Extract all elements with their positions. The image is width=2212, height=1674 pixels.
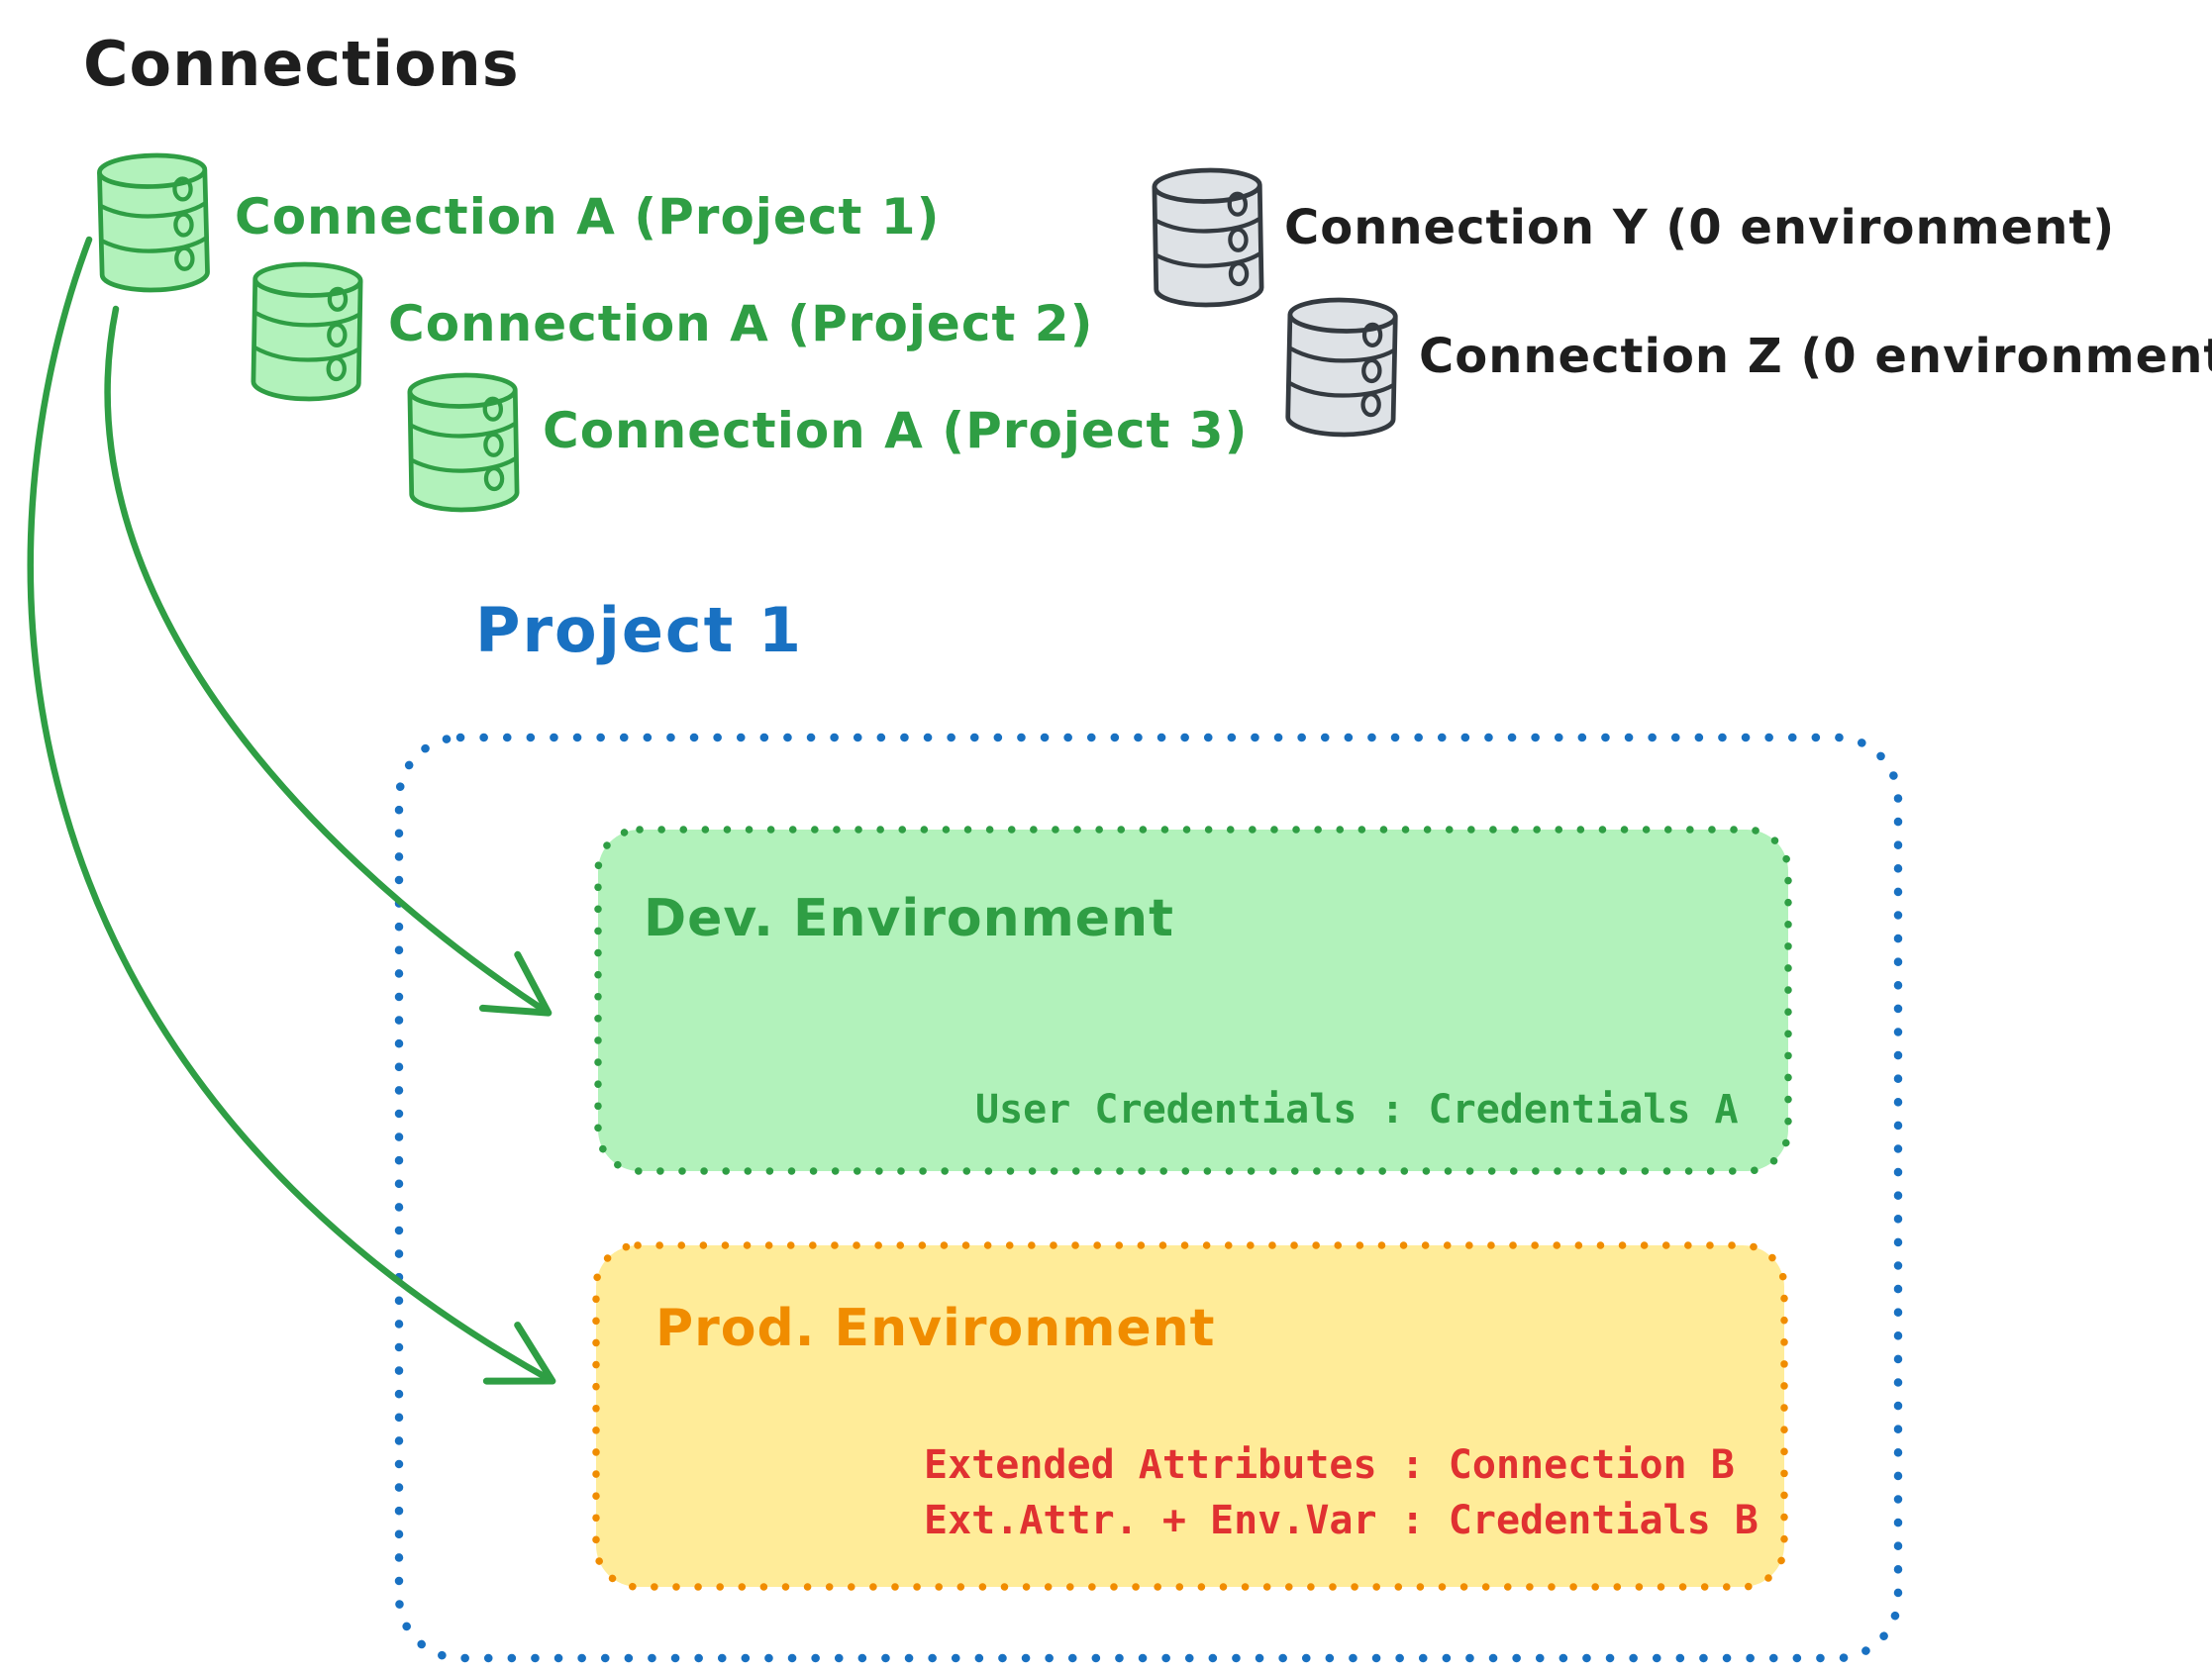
dev-environment-title: Dev. Environment	[644, 889, 1174, 948]
arrow-connection-a-to-dev-environment	[104, 305, 553, 1017]
database-icon	[406, 367, 522, 518]
database-icon	[95, 148, 212, 299]
prod-mapping-line: Ext.Attr. + Env.Var : Credentials B	[924, 1498, 1759, 1543]
project-1-title: Project 1	[475, 594, 804, 666]
prod-credentials-mappings: Extended Attributes : Connection B Ext.A…	[924, 1437, 1759, 1548]
database-icon	[1283, 293, 1399, 442]
connection-label: Connection A (Project 3)	[543, 402, 1249, 459]
database-icon	[1151, 163, 1266, 312]
connection-label: Connection A (Project 2)	[388, 295, 1094, 352]
diagram-title: Connections	[83, 28, 520, 100]
prod-mapping-line: Extended Attributes : Connection B	[924, 1442, 1735, 1488]
database-icon	[250, 256, 365, 407]
connection-label: Connection Y (0 environment)	[1284, 200, 2116, 255]
dev-credentials-mapping: User Credentials : Credentials A	[975, 1087, 1739, 1132]
connection-label: Connection A (Project 1)	[235, 188, 941, 246]
dev-environment-box	[594, 826, 1792, 1175]
project-1-boundary	[394, 733, 1903, 1663]
prod-environment-title: Prod. Environment	[655, 1299, 1216, 1358]
connection-label: Connection Z (0 environment)	[1419, 329, 2212, 384]
arrow-connection-a-to-prod-environment	[27, 236, 556, 1385]
prod-environment-box	[592, 1241, 1788, 1591]
